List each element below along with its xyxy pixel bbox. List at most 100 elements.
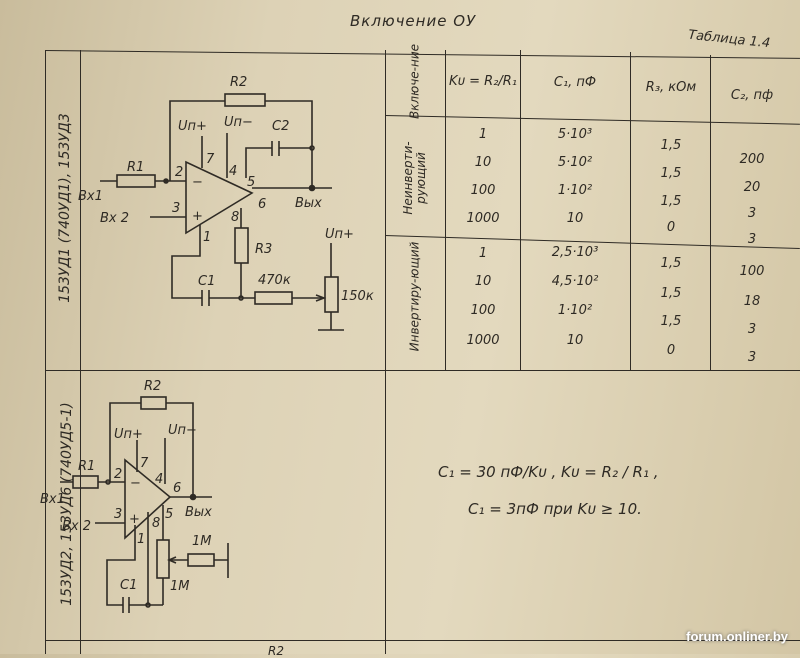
- col-divider-ku: [445, 50, 446, 370]
- c1-value: 5·10³: [557, 127, 593, 142]
- table-label: Таблица 1.4: [687, 27, 771, 52]
- col-divider-r3: [630, 52, 631, 370]
- pin-3: 3: [114, 507, 122, 522]
- header-mode: Включе-ние: [407, 43, 422, 120]
- label-r1: R1: [127, 160, 144, 175]
- c1-value: 5·10²: [557, 155, 593, 170]
- label-out: Вых: [185, 505, 212, 520]
- label-470k: 470к: [258, 273, 291, 288]
- r3-value: 1,5: [660, 256, 682, 271]
- r3-value: 1,5: [660, 194, 682, 209]
- label-c1: C1: [198, 274, 215, 289]
- r3-value: 1,5: [660, 286, 682, 301]
- pin-7: 7: [206, 152, 215, 167]
- pin-5: 5: [247, 175, 255, 190]
- c1-value: 10: [566, 211, 584, 226]
- label-vplus-pot: Uп+: [325, 227, 354, 242]
- chip-column-divider: [80, 50, 81, 654]
- next-row-partial-label: R2: [268, 644, 284, 658]
- resistor-r1: [116, 174, 156, 188]
- col-divider-c1: [520, 50, 521, 370]
- pin-3: 3: [172, 201, 180, 216]
- r3-value: 1,5: [660, 166, 682, 181]
- schematic-2: R2 R1 Вх1 Вх 2 Вых Uп+ Uп− 2 3 7 4 6 5 8…: [40, 379, 229, 613]
- ku-value: 100: [470, 303, 496, 318]
- pin-5: 5: [165, 507, 173, 522]
- mode-inverting: Инвертиру-ющий: [407, 241, 422, 352]
- ku-value: 1: [478, 246, 488, 261]
- r3-value: 0: [666, 343, 676, 358]
- label-vplus: Uп+: [178, 119, 207, 134]
- label-c2: C2: [272, 119, 289, 134]
- resistor-r2: [140, 396, 167, 410]
- pin-8: 8: [152, 516, 160, 531]
- ku-value: 1000: [466, 333, 500, 348]
- r3-value: 1,5: [660, 314, 682, 329]
- pin-6: 6: [258, 197, 266, 212]
- ku-value: 1000: [466, 211, 500, 226]
- label-vminus: Uп−: [168, 423, 197, 438]
- c2-value: 18: [743, 294, 761, 309]
- label-r2: R2: [144, 379, 161, 394]
- c2-value: 3: [747, 206, 757, 221]
- r3-value: 0: [666, 220, 676, 235]
- label-150k: 150к: [341, 289, 374, 304]
- ku-value: 1: [478, 127, 488, 142]
- row-divider-2: [45, 640, 800, 641]
- watermark: forum.onliner.by: [686, 629, 788, 644]
- c2-value: 3: [747, 232, 757, 247]
- ku-value: 10: [474, 274, 492, 289]
- opamp-triangle: [185, 160, 254, 235]
- c1-value: 1·10²: [557, 303, 593, 318]
- header-divider: [384, 115, 800, 125]
- c1-value: 10: [566, 333, 584, 348]
- resistor-r1: [72, 475, 99, 489]
- row-divider-1: [45, 370, 800, 371]
- label-vplus: Uп+: [114, 427, 143, 442]
- resistor-r2: [224, 93, 266, 107]
- pin-1: 1: [203, 230, 211, 245]
- pin-2: 2: [175, 165, 183, 180]
- label-out: Вых: [295, 196, 322, 211]
- label-vminus: Uп−: [224, 115, 253, 130]
- pin-4: 4: [155, 472, 163, 487]
- pin-6: 6: [173, 481, 181, 496]
- header-c1: C₁, пФ: [553, 75, 597, 90]
- pin-2: 2: [114, 467, 122, 482]
- label-1m-pot: 1М: [170, 579, 190, 594]
- table-border-left: [45, 50, 46, 654]
- label-in1: Вх1: [40, 492, 65, 507]
- label-r2: R2: [230, 75, 247, 90]
- mode-noninverting: Неинверти-рующий: [401, 141, 428, 215]
- plus-sign: +: [129, 512, 140, 527]
- schematic-divider: [385, 50, 386, 654]
- pin-7: 7: [140, 456, 149, 471]
- c1-value: 2,5·10³: [551, 245, 599, 260]
- resistor-1m: [187, 553, 215, 567]
- label-r1: R1: [78, 459, 95, 474]
- c2-value: 100: [739, 264, 765, 279]
- label-c1: C1: [120, 578, 137, 593]
- minus-sign: −: [192, 175, 203, 190]
- pin-8: 8: [231, 210, 239, 225]
- potentiometer-1m: [156, 539, 170, 579]
- header-ku: Kᴜ = R₂/R₁: [448, 74, 517, 89]
- formula-line-1: C₁ = 30 пФ/Kᴜ , Kᴜ = R₂ / R₁ ,: [438, 463, 659, 481]
- header-r3: R₃, кОм: [645, 80, 697, 95]
- r3-value: 1,5: [660, 138, 682, 153]
- formula-line-2: C₁ = 3пФ при Kᴜ ≥ 10.: [468, 500, 642, 518]
- resistor-470k: [254, 291, 293, 305]
- resistor-r3: [234, 227, 249, 264]
- label-in1: Вх1: [78, 189, 103, 204]
- page-title: Включение ОУ: [350, 12, 477, 30]
- c2-value: 200: [739, 152, 765, 167]
- schematic-1: R2 R1 Вх1 Вх 2 Вых Uп+ Uп− C2 2 3 7 4 5 …: [78, 75, 374, 331]
- label-in2: Вх 2: [62, 519, 91, 534]
- col-divider-c2: [710, 55, 711, 370]
- c2-value: 3: [747, 350, 757, 365]
- pin-1: 1: [137, 532, 145, 547]
- c1-value: 1·10²: [557, 183, 593, 198]
- pin-4: 4: [229, 164, 237, 179]
- label-r3: R3: [255, 242, 272, 257]
- label-in2: Вх 2: [100, 211, 129, 226]
